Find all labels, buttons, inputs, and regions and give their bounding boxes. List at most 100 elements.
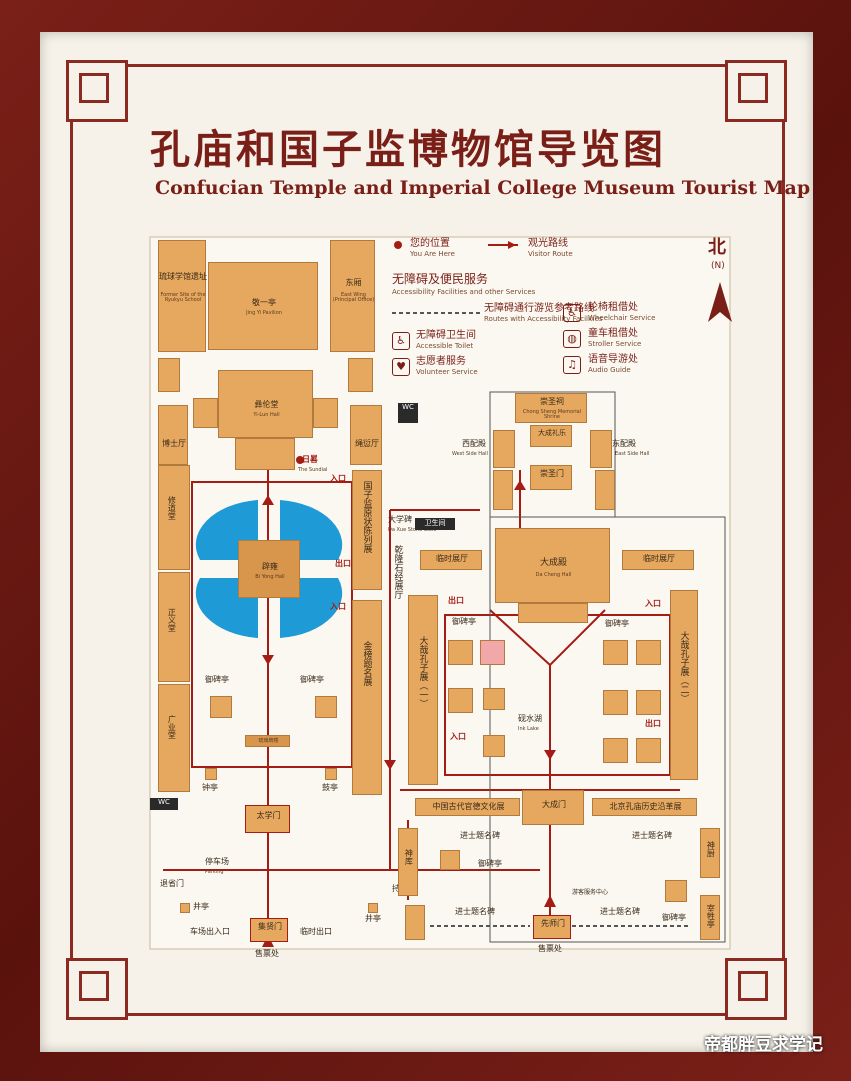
taixue-gate[interactable]: 太学门 [245, 805, 290, 833]
beijing-history-exhibition[interactable]: 北京孔庙历史沿革展 [592, 798, 697, 816]
chongsheng-shrine[interactable]: 崇圣祠 Chong Sheng Memorial Shrine [515, 393, 587, 423]
stone-classics-label: 乾隆石经展厅 [392, 545, 403, 599]
ink-lake-label: 砚水湖 [518, 714, 542, 723]
guangye-hall[interactable]: 广业堂 [158, 684, 190, 792]
well-pavilion [180, 903, 190, 913]
legend-accessibility-title: 无障碍及便民服务 [392, 272, 489, 286]
biyong-pool [195, 500, 258, 560]
you-are-here-marker [296, 456, 304, 464]
sundial-label-en: The Sundial [298, 467, 328, 473]
yilun-platform [235, 438, 295, 470]
legend-stroller-en: Stroller Service [588, 340, 642, 348]
xiudao-hall[interactable]: 修道堂 [158, 465, 190, 570]
legend-audio: 语音导游处 [588, 354, 638, 365]
east-entrance-label: 入口 [645, 599, 661, 608]
west-entrance-2-label: 入口 [330, 602, 346, 611]
arrow-icon [262, 495, 274, 505]
stele-pavilion-east[interactable] [315, 696, 337, 718]
confucius-exhibition-2[interactable]: 大哉孔子展（二） [670, 590, 698, 780]
stele-pavilion-west-label: 御碑亭 [205, 675, 229, 684]
legend-toilet: 无障碍卫生间 [416, 330, 476, 341]
guozijian-exhibition[interactable]: 国子监原状陈列展 [352, 470, 382, 590]
biyong-pool [280, 578, 343, 638]
temp-hall-west[interactable]: 临时展厅 [420, 550, 482, 570]
chongsheng-gate[interactable]: 崇圣门 [530, 465, 572, 490]
arrow-icon [544, 750, 556, 760]
stele [603, 690, 628, 715]
jixian-gate[interactable]: 集贤门 [250, 918, 288, 942]
corner-ornament [725, 958, 787, 1020]
arrow-icon [384, 760, 396, 770]
jinshi-e-label: 进士题名碑 [632, 831, 672, 840]
stele [636, 640, 661, 665]
legend-volunteer-en: Volunteer Service [416, 368, 478, 376]
glazed-arch[interactable]: 琉璃牌楼 [245, 735, 290, 747]
west-side-hall[interactable] [493, 430, 515, 468]
legend-visitor-route: 观光路线 [528, 238, 568, 249]
zaisheng-pavilion[interactable]: 宰牲亭 [700, 895, 720, 940]
drum-pavilion[interactable] [325, 768, 337, 780]
north-arrow-icon [708, 282, 732, 322]
shenchu[interactable]: 神厨 [700, 828, 720, 878]
west-entrance-label: 入口 [330, 474, 346, 483]
zhengyi-hall[interactable]: 正义堂 [158, 572, 190, 682]
bell-pavilion-label: 钟亭 [202, 783, 218, 792]
legend-volunteer: 志愿者服务 [416, 356, 466, 367]
wheelchair-icon: ♿ [563, 304, 581, 322]
tuixing-gate-label: 退省门 [160, 879, 184, 888]
toilet-north-icon: WC [398, 403, 418, 423]
shenku[interactable]: 神库 [398, 828, 418, 896]
yilun-hall[interactable]: 彝伦堂 Yi-Lun Hall [218, 370, 313, 438]
shengxin-hall[interactable]: 绳愆厅 [350, 405, 382, 465]
east-side-hall[interactable] [590, 430, 612, 468]
trad-culture-exhibition[interactable]: 中国古代官德文化展 [415, 798, 520, 816]
xianshi-gate[interactable]: 先师门 [533, 915, 571, 939]
ink-lake-en: Ink Lake [518, 726, 539, 732]
legend-wheelchair: 轮椅租借处 [588, 302, 638, 313]
boshi-hall[interactable]: 博士厅 [158, 405, 188, 465]
tickets-east-label: 售票处 [538, 944, 562, 953]
stele-pavilion-west[interactable] [210, 696, 232, 718]
dacheng-music[interactable]: 大成礼乐 [530, 425, 572, 447]
west-side-hall-label: 西配殿 [462, 439, 486, 448]
dacheng-platform [518, 603, 588, 623]
west-side-hall-en: West Side Hall [452, 451, 488, 457]
stroller-icon: ◍ [563, 330, 581, 348]
stele [448, 640, 473, 665]
temp-hall-east[interactable]: 临时展厅 [622, 550, 694, 570]
stele [440, 850, 460, 870]
east-exit-label: 出口 [448, 596, 464, 605]
well-pavilion-2 [368, 903, 378, 913]
building [493, 470, 513, 510]
temp-exit-label: 临时出口 [300, 927, 332, 936]
legend-stroller: 童车租借处 [588, 328, 638, 339]
volunteer-icon: ♥ [392, 358, 410, 376]
stele [448, 688, 473, 713]
stele [483, 688, 505, 710]
biyong-hall[interactable]: 辟雍 Bi Yong Hall [238, 540, 300, 598]
well-pavilion-2-label: 井亭 [365, 914, 381, 923]
west-exit-label: 出口 [335, 559, 351, 568]
stele [636, 690, 661, 715]
dacheng-hall[interactable]: 大成殿 Da Cheng Hall [495, 528, 610, 603]
accessible-toilet-icon: ♿ [392, 332, 410, 350]
dacheng-gate[interactable]: 大成门 [522, 790, 584, 825]
corner-ornament [66, 958, 128, 1020]
jinbang-exhibition[interactable]: 金榜题名展 [352, 600, 382, 795]
biyong-pool [280, 500, 343, 560]
legend-you-are-here-en: You Are Here [410, 250, 455, 258]
east-wing[interactable]: 东厢 East Wing (Principal Office) [330, 240, 375, 352]
stele-pavilion-east-label: 御碑亭 [300, 675, 324, 684]
daxue-stele-en: Da Xue Stone Stele [388, 527, 437, 533]
confucius-exhibition-1[interactable]: 大哉孔子展（一） [408, 595, 438, 785]
parking-exit-label: 车场出入口 [190, 927, 230, 936]
legend-visitor-route-en: Visitor Route [528, 250, 573, 258]
stele-se-label: 御碑亭 [662, 913, 686, 922]
north-label-en: (N) [711, 261, 725, 271]
legend-routes: 无障碍通行游览参考路线 [484, 303, 594, 314]
parking-label-en: Parking [205, 869, 224, 875]
jingyi-pavilion[interactable]: 敬一亭 Jing Yi Pavilion [208, 262, 318, 350]
bell-pavilion[interactable] [205, 768, 217, 780]
ryukyu-site[interactable]: 琉球学馆遗址 Former Site of the Ryukyu School [158, 240, 207, 352]
stele-pavilion-w-label: 御碑亭 [452, 617, 476, 626]
